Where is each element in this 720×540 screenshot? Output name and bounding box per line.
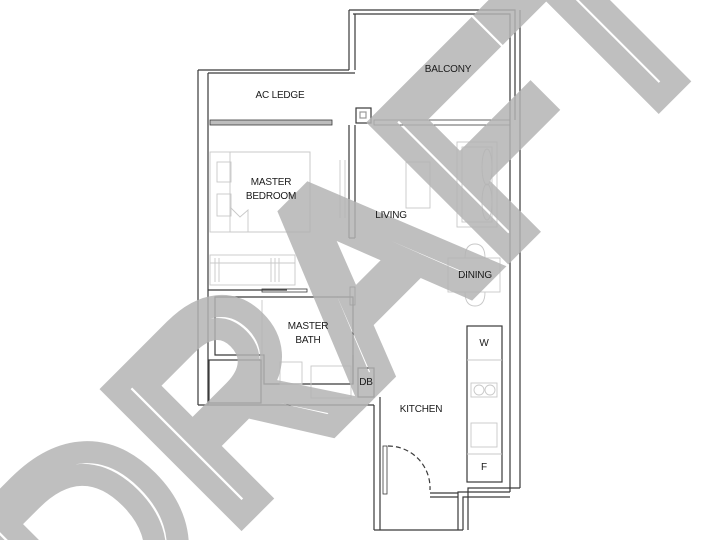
label-fridge: F — [481, 462, 487, 473]
label-kitchen: KITCHEN — [399, 404, 443, 415]
label-master-bath-line2: BATH — [295, 335, 321, 346]
balcony-wall — [349, 9, 516, 120]
label-master-bedroom-line1: MASTER — [250, 177, 292, 188]
label-ac-ledge: AC LEDGE — [255, 90, 305, 101]
label-washer: W — [479, 338, 489, 349]
label-db: DB — [359, 377, 373, 388]
label-master-bath-line1: MASTER — [287, 321, 329, 332]
label-dining: DINING — [458, 270, 492, 281]
label-living: LIVING — [375, 210, 407, 221]
label-master-bedroom-line2: BEDROOM — [245, 191, 297, 202]
label-balcony: BALCONY — [424, 64, 472, 75]
